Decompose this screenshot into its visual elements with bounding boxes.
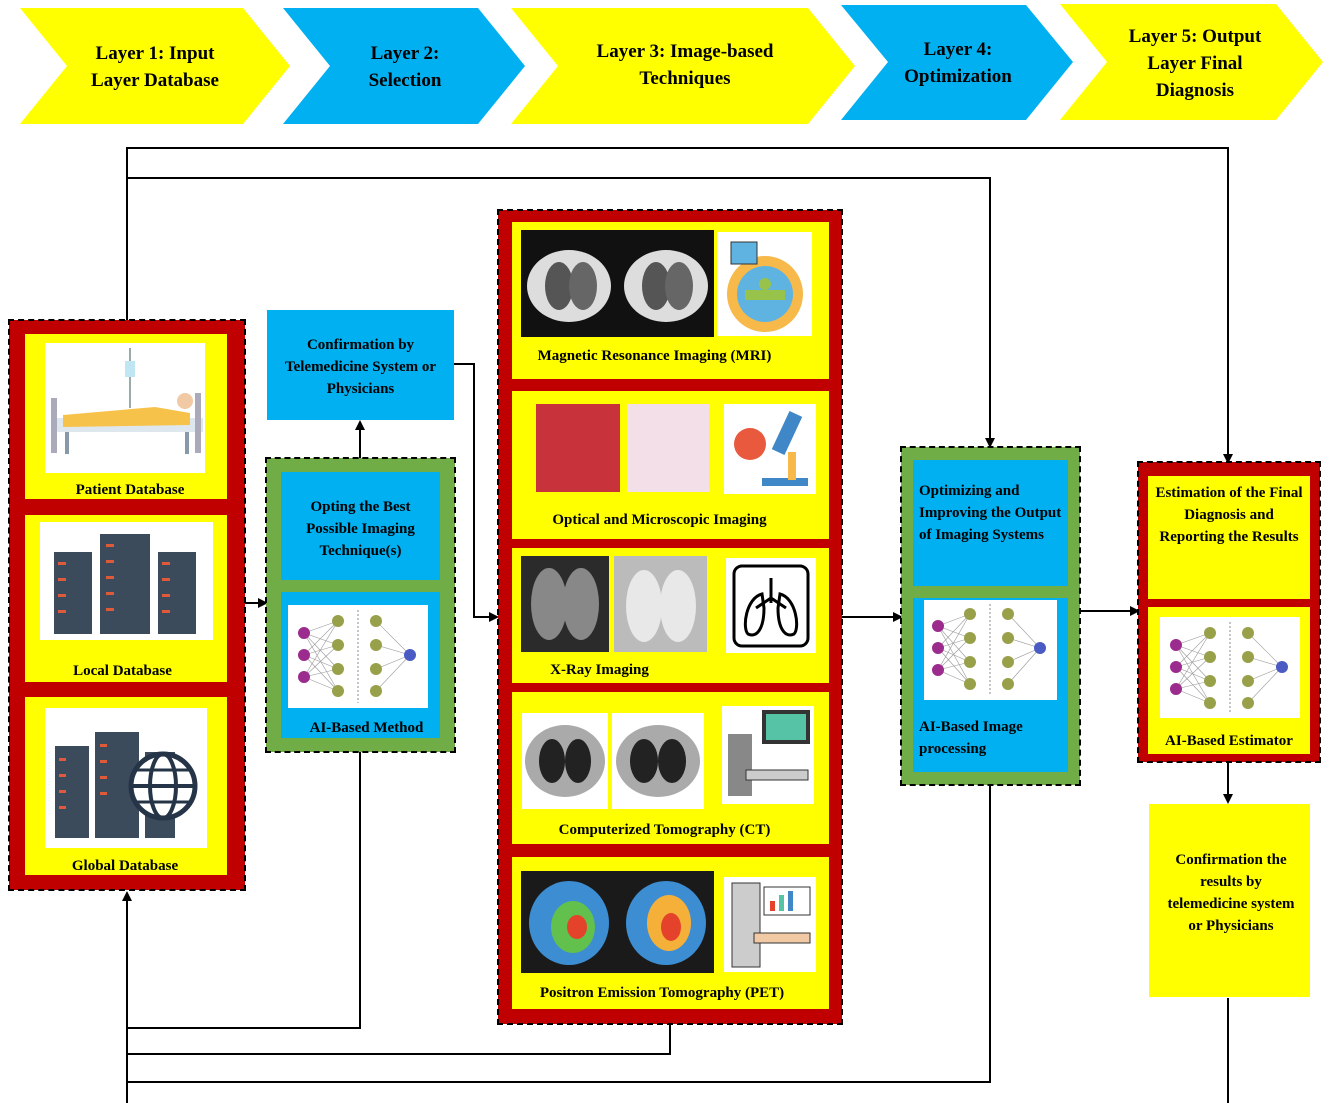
server-rack-icon: [40, 522, 213, 640]
connector-to-layer4: [127, 177, 995, 448]
image-processing-label: AI-Based Image processing: [919, 719, 1023, 757]
global-database-label: Global Database: [71, 858, 179, 874]
neural-network-icon: [924, 600, 1057, 700]
ct-scanner-icon: [722, 706, 814, 804]
opting-technique-box: [281, 472, 440, 580]
ct-scan-image-1: [522, 713, 608, 809]
pet-label: Positron Emission Tomography (PET): [539, 985, 785, 1001]
ai-method-label: AI-Based Method: [309, 720, 424, 736]
chevron-layer-4: [841, 5, 1073, 120]
connector-to-layer5: [126, 147, 1233, 464]
mri-scanner-icon: [717, 232, 812, 336]
mri-scan-image: [521, 230, 714, 337]
hospital-bed-icon: [45, 343, 205, 473]
telemedicine-confirmation-label: Confirmation by Telemedicine System or P…: [284, 337, 437, 397]
final-confirmation-label: Confirmation the results by telemedicine…: [1167, 852, 1295, 934]
layer-4-title: Layer 4: Optimization: [904, 39, 1012, 87]
xray-image-2: [614, 556, 707, 652]
tissue-sample-image: [536, 404, 620, 492]
optimizing-label: Optimizing and Improving the Output of I…: [919, 483, 1062, 543]
pet-scanner-icon: [724, 877, 816, 972]
chevron-layer-1: [20, 8, 290, 124]
layer-3-title: Layer 3: Image-based Techniques: [596, 41, 774, 89]
estimation-label: Estimation of the Final Diagnosis and Re…: [1155, 485, 1303, 545]
chevron-layer-3: [511, 8, 855, 124]
layer-1-title: Layer 1: Input Layer Database: [91, 43, 219, 91]
final-confirmation-box: [1149, 804, 1310, 997]
optimizing-box: [913, 460, 1068, 586]
estimation-box: [1148, 476, 1310, 599]
microscopic-sample-image: [627, 404, 709, 492]
microscope-icon: [724, 404, 816, 494]
mri-label: Magnetic Resonance Imaging (MRI): [537, 348, 772, 364]
neural-network-icon: [288, 605, 428, 708]
neural-network-icon: [1160, 617, 1300, 718]
layer-5-title: Layer 5: Output Layer Final Diagnosis: [1128, 25, 1262, 101]
xray-image-1: [521, 556, 609, 652]
lungs-icon: [726, 558, 816, 653]
pet-scan-image: [521, 871, 714, 973]
telemedicine-confirmation-box: [267, 310, 454, 420]
layer-chevrons: [20, 4, 1323, 124]
opting-technique-label: Opting the Best Possible Imaging Techniq…: [306, 499, 415, 559]
estimator-label: AI-Based Estimator: [1165, 733, 1293, 749]
chevron-layer-2: [283, 8, 525, 124]
layer-2-title: Layer 2: Selection: [368, 43, 442, 91]
xray-label: X-Ray Imaging: [550, 662, 649, 678]
chevron-layer-5: [1060, 4, 1323, 120]
global-server-icon: [45, 708, 207, 848]
ct-scan-image-2: [612, 713, 704, 809]
ct-label: Computerized Tomography (CT): [558, 822, 771, 838]
local-database-label: Local Database: [73, 663, 172, 679]
patient-database-label: Patient Database: [75, 482, 185, 498]
optical-label: Optical and Microscopic Imaging: [552, 512, 767, 528]
